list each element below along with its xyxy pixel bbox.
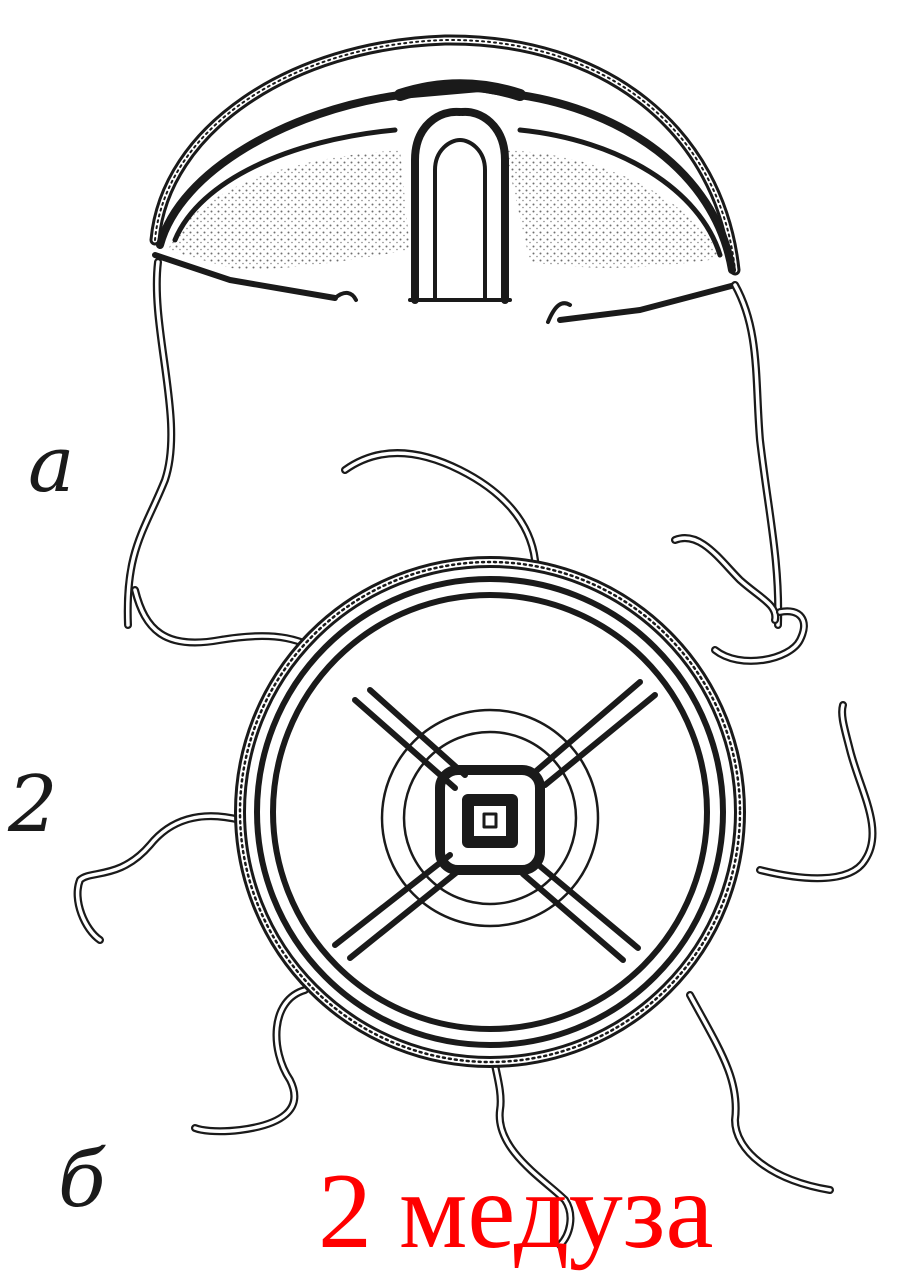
- view-a-label: а: [28, 420, 75, 510]
- medusa-top-view: [78, 562, 873, 1245]
- medusa-side-view: [128, 40, 779, 625]
- view-b-label: б: [58, 1135, 106, 1225]
- caption-text: 2 медуза: [318, 1158, 713, 1266]
- figure-number-label: 2: [8, 760, 58, 850]
